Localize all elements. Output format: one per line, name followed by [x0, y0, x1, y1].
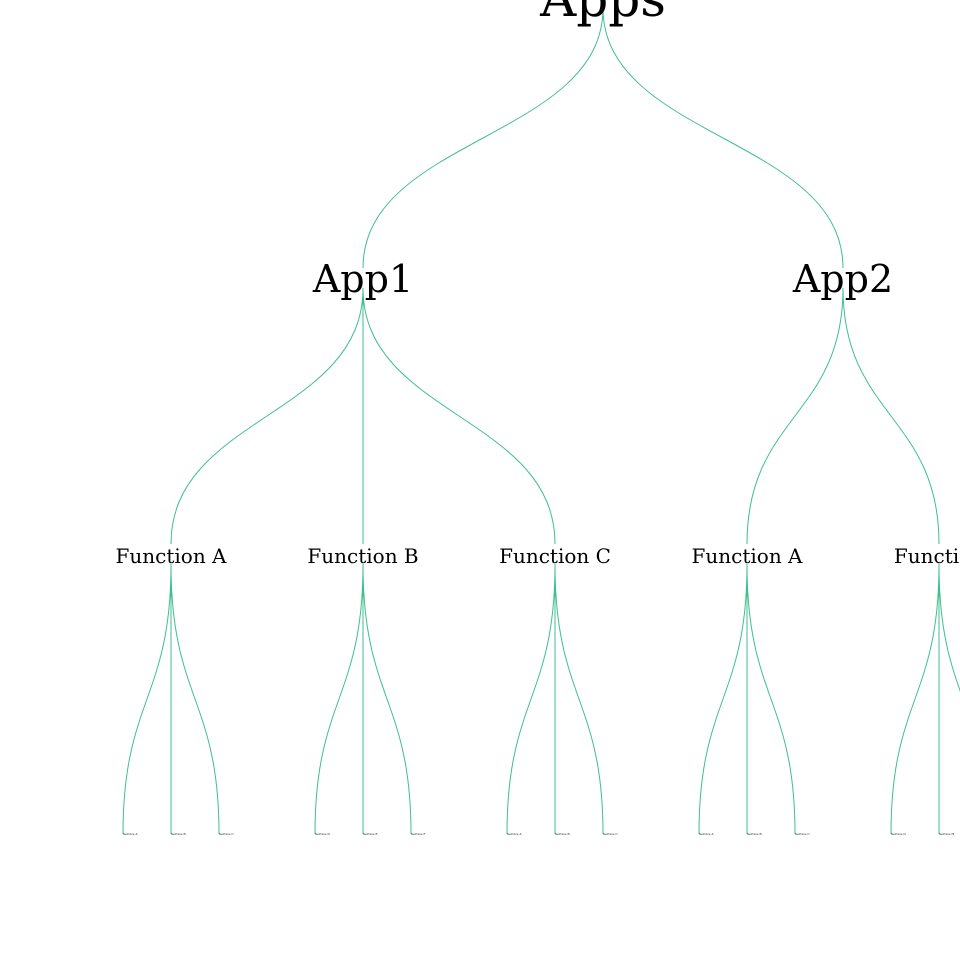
- link-app2-function-2-service-3: [938, 563, 960, 692]
- service-leaf-label-app1-2-3: Service F: [411, 832, 425, 836]
- service-leaf-label-app2-2-1: Service G: [891, 832, 906, 836]
- function-node-label-app2-1: Function A: [692, 544, 804, 568]
- service-leaf-label-app1-3-1: Service A: [507, 832, 522, 836]
- app-node-label-1: App1: [312, 257, 413, 301]
- link-app1-function-1-service-3: [170, 563, 220, 835]
- service-leaf-label-app1-2-2: Service E: [363, 832, 378, 836]
- service-leaf-label-app1-3-3: Service C: [603, 832, 618, 836]
- service-leaf-label-app1-1-3: Service C: [219, 832, 234, 836]
- service-leaf-label-app2-1-3: Service C: [795, 832, 810, 836]
- link-app1-function-2-service-1: [314, 563, 364, 835]
- function-node-label-app2-2: Function: [894, 544, 960, 568]
- app-node-label-2: App2: [792, 257, 893, 301]
- link-app2-function-1-service-1: [698, 563, 748, 835]
- link-app1-function-2-service-3: [362, 563, 412, 835]
- link-app1-function-1: [170, 287, 364, 545]
- service-leaf-label-app1-1-2: Service B: [171, 832, 186, 836]
- link-app2-function-1-service-3: [746, 563, 796, 835]
- service-leaf-label-app2-1-1: Service A: [699, 832, 714, 836]
- function-node-label-app1-2: Function B: [307, 544, 418, 568]
- service-leaf-label-app2-2-2: Service H: [939, 832, 954, 836]
- link-app2-function-1: [746, 287, 844, 545]
- service-leaf-label-app1-2-1: Service D: [315, 832, 330, 836]
- function-node-label-app1-3: Function C: [499, 544, 611, 568]
- link-app2-function-2: [842, 287, 940, 545]
- link-app1-function-3-service-3: [554, 563, 604, 835]
- function-node-label-app1-1: Function A: [116, 544, 228, 568]
- link-root-app1: [362, 7, 604, 269]
- link-app1-function-3-service-1: [506, 563, 556, 835]
- labels-layer: AppsApp1Function A Service A Service B Serv…: [116, 0, 960, 836]
- link-app1-function-1-service-1: [122, 563, 172, 835]
- link-app2-function-2-service-1: [890, 563, 940, 835]
- link-app1-function-3: [362, 287, 556, 545]
- links-layer: [122, 7, 960, 835]
- service-leaf-label-app1-1-1: Service A: [123, 832, 138, 836]
- link-root-app2: [602, 7, 844, 269]
- service-leaf-label-app2-1-2: Service B: [747, 832, 762, 836]
- service-leaf-label-app1-3-2: Service B: [555, 832, 570, 836]
- root-node-label: Apps: [539, 0, 666, 28]
